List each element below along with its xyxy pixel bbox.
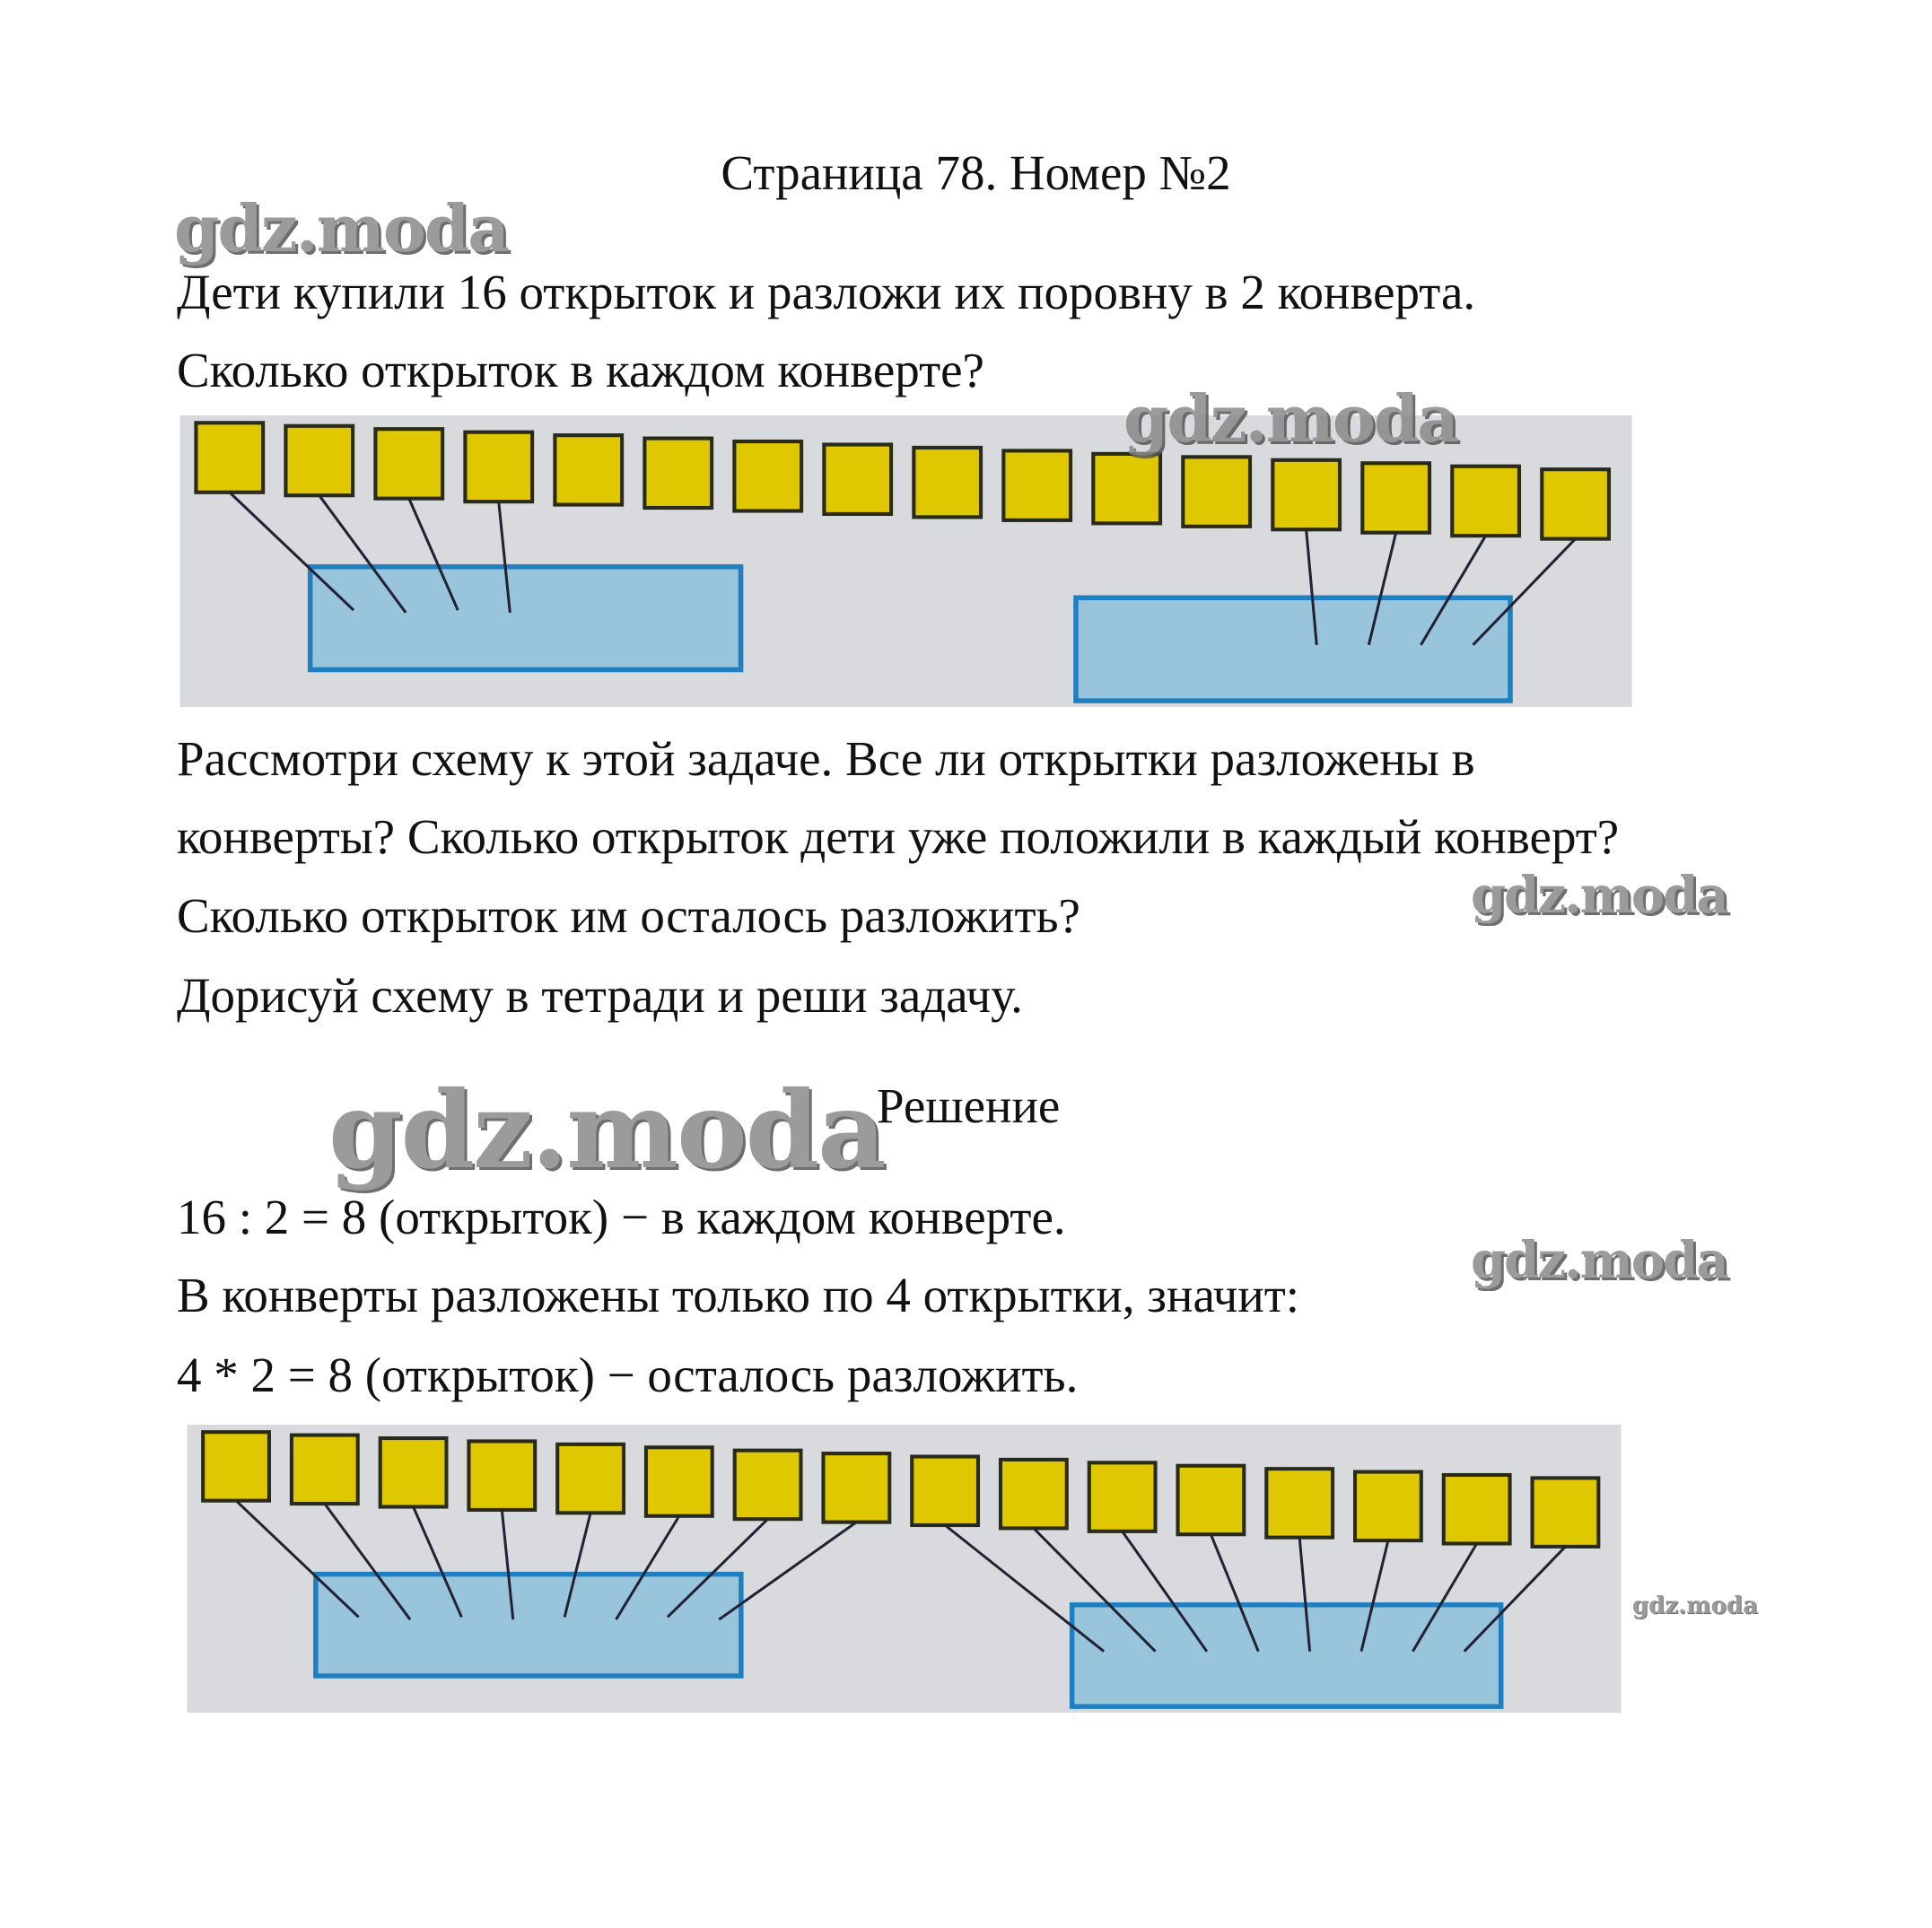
connection-line xyxy=(1472,537,1577,646)
postcard-square xyxy=(1450,464,1522,538)
postcard-square xyxy=(463,430,535,504)
connection-line xyxy=(407,498,459,611)
postcard-square xyxy=(910,1454,981,1528)
postcard-square xyxy=(1181,455,1253,528)
postcard-square xyxy=(553,433,625,507)
connection-line xyxy=(497,501,511,614)
postcard-square xyxy=(1530,1476,1601,1549)
watermark: gdz.moda xyxy=(174,190,510,266)
postcard-square xyxy=(732,439,804,513)
problem-line-1: Дети купили 16 открыток и разложи их пор… xyxy=(177,265,1476,319)
connection-line xyxy=(718,1521,858,1621)
connection-line xyxy=(235,1499,360,1618)
connection-line xyxy=(1463,1545,1567,1653)
connection-line xyxy=(318,494,407,614)
envelope-right xyxy=(1073,595,1513,703)
watermark: gdz.moda xyxy=(1123,380,1459,457)
connection-line xyxy=(1298,1537,1312,1652)
postcard-square xyxy=(1540,467,1612,541)
postcard-square xyxy=(643,436,714,510)
diagram-given xyxy=(179,415,1632,707)
watermark: gdz.moda xyxy=(1471,1231,1729,1290)
solution-line-1: 16 : 2 = 8 (открыток) − в каждом конверт… xyxy=(177,1190,1066,1244)
solution-heading: Решение xyxy=(877,1078,1061,1133)
postcard-square xyxy=(201,1430,271,1503)
connection-line xyxy=(500,1509,515,1620)
postcard-square xyxy=(284,423,355,498)
postcard-square xyxy=(373,427,445,501)
diagram-solution xyxy=(187,1425,1622,1713)
connection-line xyxy=(228,491,355,612)
envelope-left xyxy=(313,1571,744,1679)
connection-line xyxy=(1367,532,1398,646)
postcard-square xyxy=(1087,1461,1158,1533)
postcard-square xyxy=(1441,1472,1512,1546)
connection-line xyxy=(1210,1533,1260,1653)
connection-line xyxy=(666,1518,769,1618)
connection-line xyxy=(563,1512,592,1618)
postcard-square xyxy=(821,1452,892,1524)
connection-line xyxy=(1359,1540,1390,1653)
solution-line-3: 4 * 2 = 8 (открыток) − осталось разложит… xyxy=(177,1348,1079,1402)
postcard-square xyxy=(1001,449,1073,522)
postcard-square xyxy=(822,442,894,517)
postcard-square xyxy=(643,1445,714,1518)
envelope-right xyxy=(1069,1602,1504,1709)
postcard-square xyxy=(194,421,266,494)
connection-line xyxy=(615,1514,681,1620)
page-title: Страница 78. Номер №2 xyxy=(721,145,1231,200)
problem-line-2: Сколько открыток в каждом конверте? xyxy=(177,343,984,397)
watermark: gdz.moda xyxy=(1471,866,1729,925)
envelope-left xyxy=(307,563,744,673)
postcard-square xyxy=(1091,451,1163,526)
postcard-square xyxy=(1360,461,1432,535)
postcard-square xyxy=(1264,1467,1335,1540)
solution-line-2: В конверты разложены только по 4 открытк… xyxy=(177,1268,1300,1322)
postcard-square xyxy=(912,445,983,519)
connection-line xyxy=(323,1503,412,1621)
connection-line xyxy=(1032,1527,1157,1653)
question-line-1: Рассмотри схему к этой задаче. Все ли от… xyxy=(177,731,1475,786)
connection-line xyxy=(412,1505,463,1618)
postcard-square xyxy=(378,1435,449,1509)
question-line-2: конверты? Сколько открыток дети уже поло… xyxy=(177,809,1620,864)
watermark: gdz.moda xyxy=(328,1068,887,1192)
postcard-square xyxy=(555,1442,626,1515)
postcard-square xyxy=(1352,1470,1423,1543)
postcard-square xyxy=(1176,1463,1246,1537)
postcard-square xyxy=(732,1448,803,1522)
connection-line xyxy=(1420,535,1487,646)
watermark: gdz.moda xyxy=(1632,1592,1759,1619)
question-line-4: Дорисуй схему в тетради и реши задачу. xyxy=(177,968,1023,1023)
postcard-square xyxy=(467,1439,538,1512)
connection-line xyxy=(1305,529,1318,645)
postcard-square xyxy=(289,1433,360,1506)
postcard-square xyxy=(998,1457,1069,1531)
connection-line xyxy=(944,1523,1106,1653)
postcard-square xyxy=(1271,458,1342,532)
question-line-3: Сколько открыток им осталось разложить? xyxy=(177,888,1080,943)
connection-line xyxy=(1412,1542,1478,1653)
connection-line xyxy=(1121,1530,1209,1653)
